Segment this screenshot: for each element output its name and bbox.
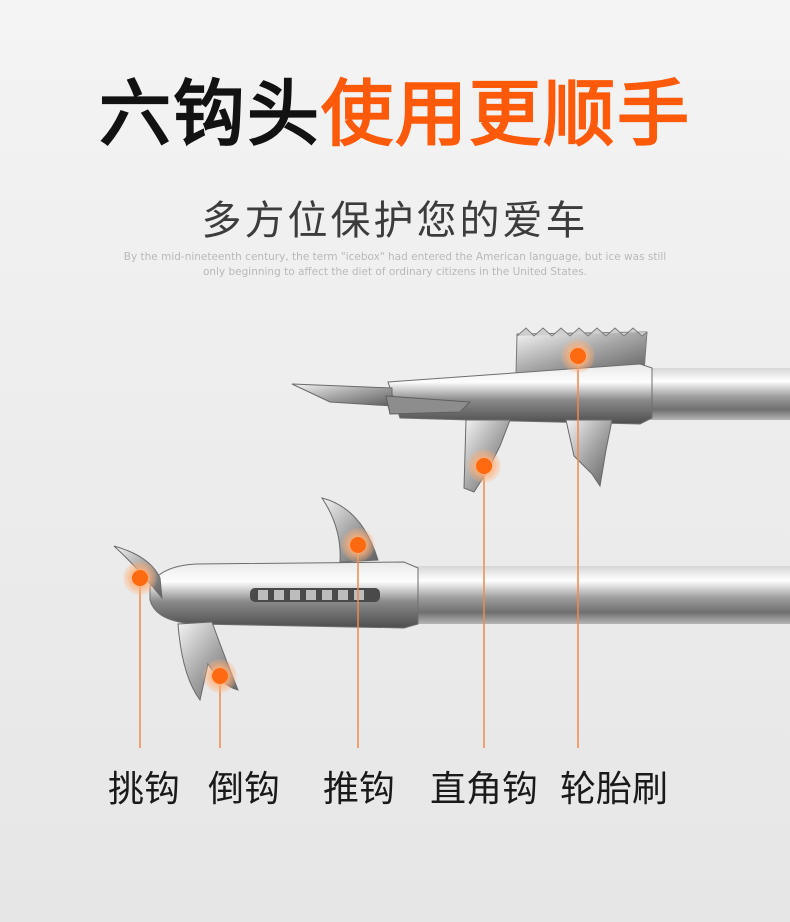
label-barb-hook: 倒钩 <box>208 769 281 810</box>
straight-push-blade <box>291 383 393 407</box>
upper-hook-tool <box>291 327 790 493</box>
label-tire-brush: 轮胎刷 <box>560 769 669 810</box>
upper-head <box>387 363 653 425</box>
marker-pick <box>123 561 157 595</box>
slot-ridges <box>258 590 364 600</box>
headline: 六钩头使用更顺手 <box>0 78 790 150</box>
marker-brush <box>561 339 595 373</box>
upper-small-fork <box>385 395 472 415</box>
tire-brush-teeth <box>516 327 648 337</box>
marker-right-angle <box>467 449 501 483</box>
lower-shaft <box>408 566 790 624</box>
marker-barb <box>203 659 237 693</box>
headline-orange: 使用更顺手 <box>321 72 692 156</box>
label-pick-hook: 挑钩 <box>108 769 181 810</box>
headline-black: 六钩头 <box>98 72 321 156</box>
label-right-angle-hook: 直角钩 <box>430 769 539 810</box>
english-caption: By the mid-nineteenth century, the term … <box>123 251 667 278</box>
brush-hook-blade <box>565 419 613 488</box>
label-push-hook: 推钩 <box>323 769 396 810</box>
upper-shaft <box>630 368 790 420</box>
markers <box>123 339 595 693</box>
leader-lines <box>139 356 579 748</box>
marker-push <box>341 528 375 562</box>
subtitle: 多方位保护您的爱车 <box>201 198 589 244</box>
